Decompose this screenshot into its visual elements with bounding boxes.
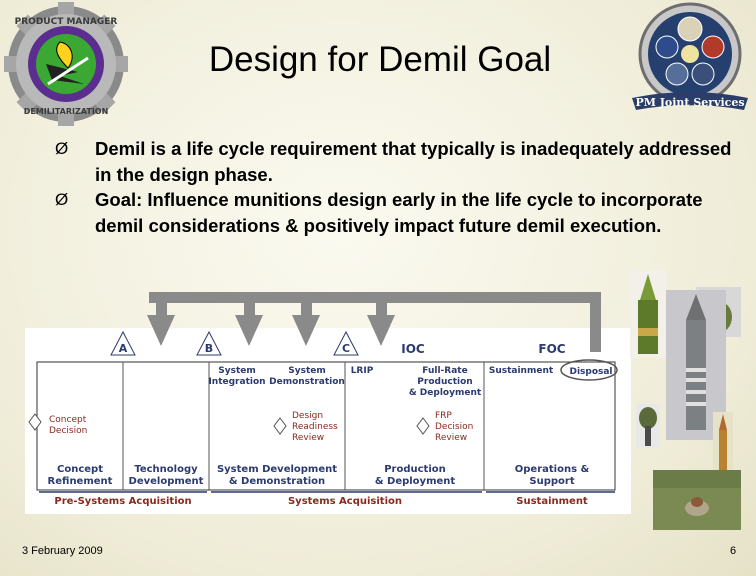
- frp-decision-label: Decision: [435, 422, 473, 432]
- sustainment-label: Sustainment: [489, 366, 554, 376]
- design-readiness-label: Readiness: [292, 422, 338, 432]
- group-pre-systems: Pre-Systems Acquisition: [54, 496, 191, 507]
- full-rate-label: & Deployment: [409, 388, 482, 398]
- lrip-label: LRIP: [351, 366, 374, 376]
- demil-detonation-photo: [653, 470, 741, 530]
- cartridge-photo: [630, 270, 666, 358]
- system-integration-label: Integration: [208, 377, 265, 387]
- bullet-arrow-icon: Ø: [55, 136, 68, 162]
- phase-concept-refinement: Refinement: [48, 476, 113, 487]
- phase-technology-development: Technology: [134, 464, 198, 475]
- system-demonstration-label: System: [288, 366, 326, 376]
- svg-text:PRODUCT MANAGER: PRODUCT MANAGER: [15, 17, 118, 27]
- phase-system-development: System Development: [217, 464, 337, 475]
- bullet-list: Ø Demil is a life cycle requirement that…: [55, 136, 735, 238]
- mortar-round-photo: [636, 404, 660, 448]
- frp-decision-label: Review: [435, 433, 467, 443]
- system-integration-label: System: [218, 366, 256, 376]
- phase-production: & Deployment: [375, 476, 456, 487]
- svg-text:PM Joint Services: PM Joint Services: [635, 96, 744, 109]
- frp-decision-label: FRP: [435, 411, 452, 421]
- phase-concept-refinement: Concept: [57, 464, 103, 475]
- milestone-b: B: [205, 342, 213, 355]
- full-rate-label: Full-Rate: [422, 366, 467, 376]
- milestone-a: A: [119, 342, 128, 355]
- footer-date: 3 February 2009: [22, 545, 103, 557]
- disposal-label: Disposal: [569, 367, 612, 377]
- design-readiness-label: Design: [292, 411, 323, 421]
- phase-operations: Support: [529, 476, 574, 487]
- page-number: 6: [730, 545, 736, 557]
- concept-decision-label: Decision: [49, 426, 87, 436]
- design-readiness-label: Review: [292, 433, 324, 443]
- bullet-item: Ø Goal: Influence munitions design early…: [55, 187, 735, 238]
- pm-joint-services-logo: PM Joint Services: [630, 2, 750, 114]
- svg-text:DEMILITARIZATION: DEMILITARIZATION: [24, 107, 109, 116]
- acquisition-lifecycle-diagram: A B C IOC FOC System Integration System …: [25, 292, 631, 514]
- phase-operations: Operations &: [515, 464, 590, 475]
- foc-label: FOC: [538, 342, 565, 356]
- bullet-item: Ø Demil is a life cycle requirement that…: [55, 136, 735, 187]
- bullet-arrow-icon: Ø: [55, 187, 68, 213]
- slide-title: Design for Demil Goal: [150, 40, 610, 80]
- ioc-label: IOC: [401, 342, 425, 356]
- concept-decision-label: Concept: [49, 415, 87, 425]
- bullet-text: Demil is a life cycle requirement that t…: [95, 138, 731, 185]
- full-rate-label: Production: [417, 377, 472, 387]
- milestone-c: C: [342, 342, 350, 355]
- phase-technology-development: Development: [129, 476, 204, 487]
- bullet-text: Goal: Influence munitions design early i…: [95, 189, 703, 236]
- system-demonstration-label: Demonstration: [269, 377, 345, 387]
- phase-system-development: & Demonstration: [229, 476, 325, 487]
- phase-production: Production: [384, 464, 446, 475]
- pm-demil-logo: PRODUCT MANAGER DEMILITARIZATION: [2, 2, 130, 127]
- group-systems: Systems Acquisition: [288, 496, 402, 507]
- group-sustainment: Sustainment: [516, 496, 588, 507]
